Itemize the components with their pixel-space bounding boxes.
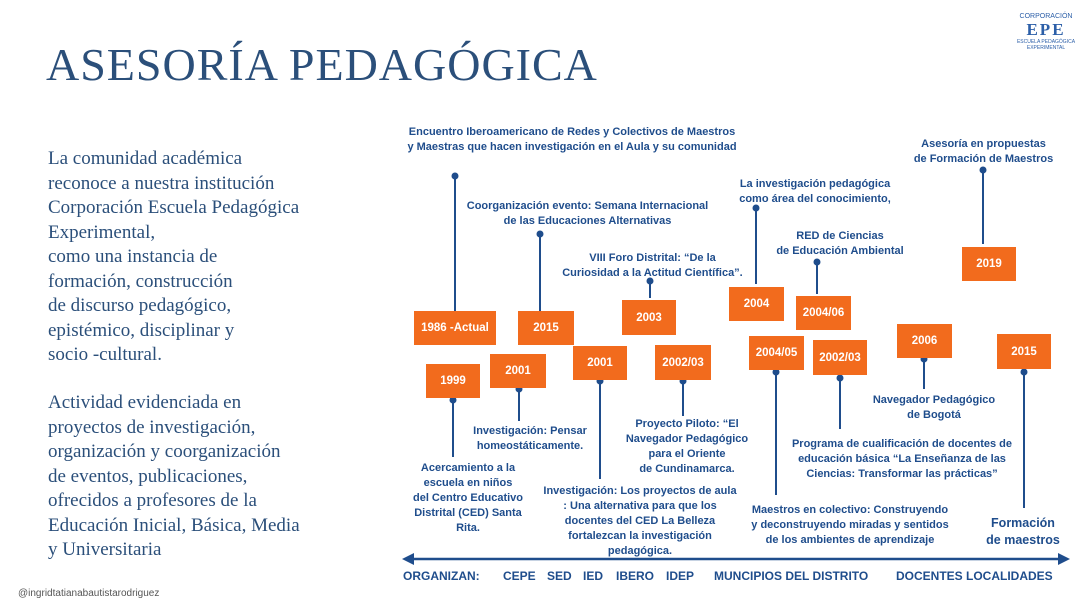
connector-dot-ev8 — [772, 368, 780, 376]
year-box-ev12: 2019 — [962, 247, 1016, 281]
intro-paragraph-1: La comunidad académica reconoce a nuestr… — [48, 148, 300, 365]
organizer-docentes: DOCENTES LOCALIDADES — [896, 569, 1053, 583]
event-text-ev6: Proyecto Piloto: “El Navegador Pedagógic… — [625, 418, 749, 475]
year-box-ev6: 2002/03 — [655, 345, 711, 380]
event-text-ev9: RED de Ciencias de Educación Ambiental — [776, 230, 904, 257]
connector-dot-ev10 — [836, 374, 844, 382]
year-box-ev11: 2006 — [897, 324, 952, 358]
year-box-ev9: 2004/06 — [796, 296, 851, 330]
event-text-ev13: Formación de maestros — [986, 516, 1060, 547]
year-box-ev0: 1986 -Actual — [414, 311, 496, 345]
logo-line-2: EPE — [1026, 20, 1066, 39]
arrow-head-left — [402, 553, 414, 565]
logo-line-3: ESCUELA PEDAGÓGICA — [1016, 39, 1076, 45]
year-box-ev10: 2002/03 — [813, 340, 867, 375]
connector-dot-ev12 — [979, 166, 987, 174]
connector-dot-ev1 — [449, 396, 457, 404]
year-box-ev7: 2004 — [729, 287, 784, 321]
organizer-sed: SED — [547, 569, 572, 583]
event-text-ev11: Navegador Pedagógico de Bogotá — [872, 394, 996, 421]
event-text-ev0: Encuentro Iberoamericano de Redes y Cole… — [407, 126, 737, 153]
organizer-ibero: IBERO — [616, 569, 655, 583]
event-text-ev5: VIII Foro Distrital: “De la Curiosidad a… — [562, 252, 743, 279]
connector-dot-ev3 — [536, 230, 544, 238]
year-box-ev5: 2003 — [622, 300, 676, 335]
epe-logo: CORPORACIÓN EPE ESCUELA PEDAGÓGICA EXPER… — [1016, 12, 1076, 51]
event-text-ev1: Acercamiento a la escuela en niños del C… — [412, 462, 524, 534]
event-text-ev8: Maestros en colectivo: Construyendo y de… — [751, 504, 949, 546]
logo-line-1: CORPORACIÓN — [1019, 13, 1073, 20]
event-text-ev12: Asesoría en propuestas de Formación de M… — [913, 138, 1054, 165]
year-box-ev2: 2001 — [490, 354, 546, 388]
page-title: ASESORÍA PEDAGÓGICA — [46, 39, 598, 90]
event-text-ev2: Investigación: Pensar homeostáticamente. — [473, 425, 587, 452]
connector-dot-ev13 — [1020, 368, 1028, 376]
connector-dot-ev9 — [813, 258, 821, 266]
year-box-ev13: 2015 — [997, 334, 1051, 369]
organizer-idep: IDEP — [666, 569, 695, 583]
organizers-label: ORGANIZAN: — [403, 569, 480, 583]
intro-paragraph-2: Actividad evidenciada en proyectos de in… — [48, 392, 300, 560]
year-box-ev1: 1999 — [426, 364, 480, 398]
event-text-ev4: Investigación: Los proyectos de aula : U… — [543, 485, 737, 557]
event-text-ev3: Coorganización evento: Semana Internacio… — [466, 200, 709, 227]
organizer-municipios: MUNCIPIOS DEL DISTRITO — [714, 569, 869, 583]
logo-line-4: EXPERIMENTAL — [1026, 45, 1066, 51]
year-box-ev4: 2001 — [573, 346, 627, 380]
author-handle: @ingridtatianabautistarodriguez — [18, 588, 160, 599]
year-box-ev8: 2004/05 — [749, 336, 804, 370]
connector-dot-ev0 — [451, 172, 459, 180]
year-box-ev3: 2015 — [518, 311, 574, 345]
arrow-head-right — [1058, 553, 1070, 565]
event-text-ev10: Programa de cualificación de docentes de… — [791, 438, 1013, 480]
organizer-cepe: CEPE — [503, 569, 536, 583]
event-text-ev7: La investigación pedagógica como área de… — [739, 178, 891, 205]
organizer-ied: IED — [583, 569, 604, 583]
